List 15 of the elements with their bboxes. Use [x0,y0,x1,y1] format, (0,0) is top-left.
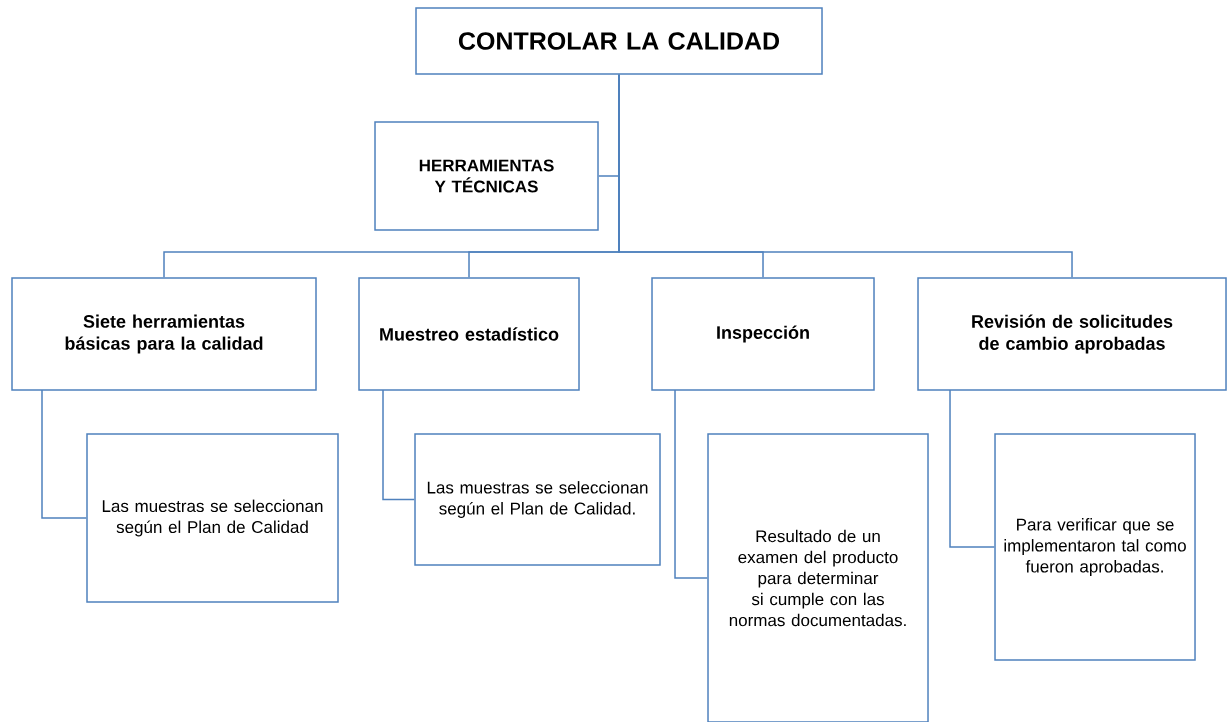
description-box: Las muestras se seleccionan según el Plan de Calidad. [414,433,661,566]
title-box: CONTROLAR LA CALIDAD [415,7,823,75]
connector-line [674,389,708,579]
category-box: Muestreo estadístico [358,277,580,391]
connector-line [949,389,995,548]
connector-line [382,389,415,501]
description-box: Resultado de un examen del producto para determinar si cumple con las normas documentadas. [707,433,929,722]
connector-line [41,389,87,519]
category-box: HERRAMIENTAS Y TÉCNICAS [374,121,599,231]
category-box: Siete herramientas básicas para la calidad [11,277,317,391]
description-box: Para verificar que se implementaron tal como fueron aprobadas. [994,433,1196,661]
connector-line [618,74,1073,278]
category-box: Revisión de solicitudes de cambio aprobadas [917,277,1227,391]
description-box: Las muestras se seleccionan según el Plan de Calidad [86,433,339,603]
category-box: Inspección [651,277,875,391]
